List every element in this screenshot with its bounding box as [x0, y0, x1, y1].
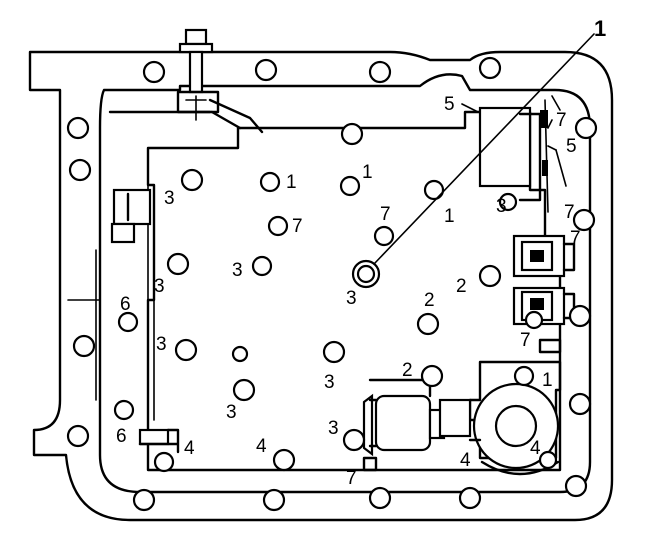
part-label: 3 [226, 402, 237, 423]
part-label: 2 [402, 360, 413, 381]
valve-body-bolt-holes [113, 122, 558, 473]
part-label: 3 [164, 188, 175, 209]
part-label: 7 [346, 468, 357, 489]
solenoid-lower [512, 286, 576, 326]
part-label: 3 [154, 276, 165, 297]
part-label: 1 [444, 206, 455, 227]
part-label: 4 [460, 450, 471, 471]
case-outer-outline [28, 50, 614, 522]
manual-shaft [108, 28, 264, 134]
part-label: 3 [324, 372, 335, 393]
part-label: 4 [530, 438, 541, 459]
part-label: 6 [116, 426, 127, 447]
pressure-regulator [438, 338, 562, 476]
callout-leader-line [373, 33, 595, 265]
part-label: 7 [556, 110, 567, 131]
upper-right-housing [478, 95, 567, 213]
part-label: 1 [362, 162, 373, 183]
leader-line [461, 103, 557, 151]
part-label: 7 [292, 216, 303, 237]
part-label: 1 [286, 172, 297, 193]
channel-line [147, 184, 155, 441]
part-label: 3 [156, 334, 167, 355]
highlighted-bolt [351, 259, 381, 289]
part-label: 4 [256, 436, 267, 457]
left-side-component [110, 188, 152, 244]
part-label: 1 [542, 370, 553, 391]
part-label: 6 [120, 294, 131, 315]
part-label: 5 [444, 94, 455, 115]
part-label: 3 [328, 418, 339, 439]
part-label: 3 [346, 288, 357, 309]
solenoid-upper [512, 234, 576, 278]
callout-number: 1 [594, 16, 606, 41]
part-label: 3 [496, 196, 507, 217]
part-label: 4 [184, 438, 195, 459]
part-label: 7 [570, 228, 581, 249]
part-label: 5 [566, 136, 577, 157]
part-label: 2 [424, 290, 435, 311]
part-label: 3 [232, 260, 243, 281]
lower-solenoid [362, 378, 446, 472]
gasket-bolt-holes [66, 56, 598, 512]
part-label: 7 [520, 330, 531, 351]
part-label: 7 [564, 202, 575, 223]
channel-line [67, 249, 101, 401]
part-label: 7 [380, 204, 391, 225]
gasket-inner-outline [98, 73, 592, 494]
part-label: 2 [456, 276, 467, 297]
lower-left-bracket [138, 428, 180, 454]
